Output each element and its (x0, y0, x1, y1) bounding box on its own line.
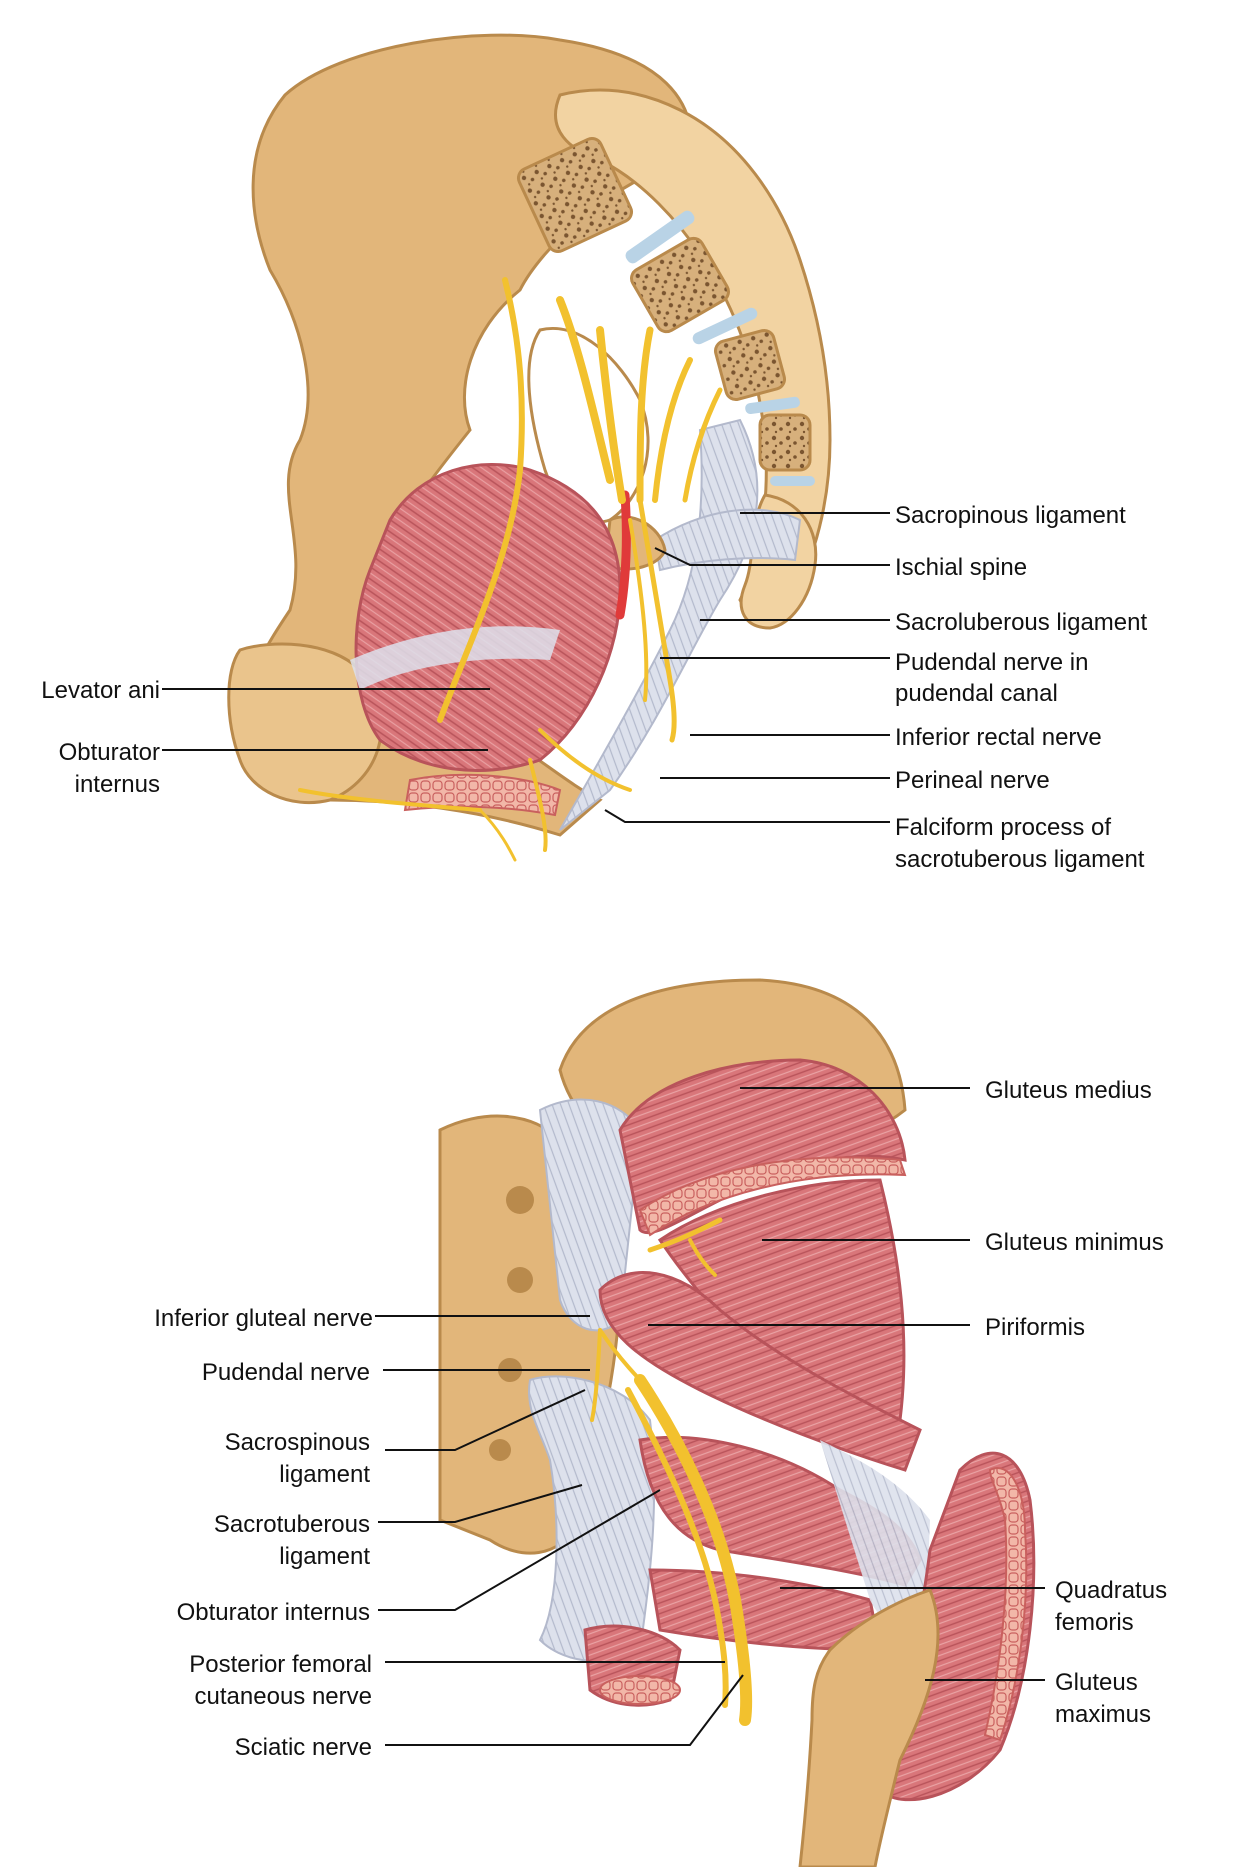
label-inferior-rectal-nerve: Inferior rectal nerve (895, 724, 1102, 751)
label-pudendal-canal-line1: Pudendal nerve in (895, 649, 1088, 676)
label-falciform-line2: sacrotuberous ligament (895, 846, 1145, 873)
vertebra-2 (630, 236, 730, 334)
disc-3 (745, 396, 800, 415)
label-post-fem-line2: cutaneous nerve (195, 1683, 372, 1710)
label-sacrospinous-line1: Sacrospinous (225, 1429, 370, 1456)
label-quadratus-line2: femoris (1055, 1609, 1134, 1636)
bottom-figure-art (438, 978, 1036, 1867)
posterior-femoral-cutaneous-art (625, 1387, 729, 1708)
sacral-foramen-2 (507, 1267, 533, 1293)
label-obturator-line2: internus (75, 771, 160, 798)
hamstring-stub-cut (599, 1675, 681, 1705)
label-pudendal-canal-line2: pudendal canal (895, 680, 1058, 707)
label-sacroluberous-ligament: Sacroluberous ligament (895, 609, 1147, 636)
sacral-foramen-1 (506, 1186, 534, 1214)
label-falciform-line1: Falciform process of (895, 814, 1111, 841)
label-sacrotuberous-line1: Sacrotuberous (214, 1511, 370, 1538)
label-post-fem-line1: Posterior femoral (189, 1651, 372, 1678)
label-pudendal-nerve: Pudendal nerve (202, 1359, 370, 1386)
sacral-foramen-4 (489, 1439, 511, 1461)
sacral-plexus-nerves (298, 277, 723, 862)
label-piriformis: Piriformis (985, 1314, 1085, 1341)
sacrospinous-ligament-art (653, 508, 802, 572)
label-obturator-internus: Obturator internus (177, 1599, 370, 1626)
label-gluteus-maximus-line2: maximus (1055, 1701, 1151, 1728)
sciatic-nerve-art (634, 1374, 753, 1726)
label-gluteus-minimus: Gluteus minimus (985, 1229, 1164, 1256)
label-gluteus-medius: Gluteus medius (985, 1077, 1152, 1104)
pudendal-artery (615, 490, 631, 620)
disc-4 (770, 476, 815, 486)
obturator-internus-band (350, 626, 560, 690)
gluteal-nerves (590, 1217, 753, 1726)
label-gluteus-maximus-line1: Gluteus (1055, 1669, 1138, 1696)
labels: Sacropinous ligament Ischial spine Sacro… (41, 502, 1167, 1761)
femur (798, 1588, 940, 1867)
leader-lines (162, 512, 1045, 1746)
label-obturator-line1: Obturator (59, 739, 160, 766)
label-perineal-nerve: Perineal nerve (895, 767, 1050, 794)
label-ischial-spine: Ischial spine (895, 554, 1027, 581)
vertebra-4 (758, 413, 812, 472)
label-inferior-gluteal-nerve: Inferior gluteal nerve (154, 1305, 373, 1332)
disc-2 (692, 307, 758, 345)
label-sacrotuberous-line2: ligament (279, 1543, 370, 1570)
label-sacrospinous-line2: ligament (279, 1461, 370, 1488)
disc-1 (625, 210, 695, 264)
piriformis-art (598, 1271, 922, 1472)
label-quadratus-line1: Quadratus (1055, 1577, 1167, 1604)
levator-ani-art (354, 463, 622, 772)
gluteus-maximus-cut (983, 1467, 1028, 1742)
tendon-band (820, 1440, 930, 1640)
vertebra-1 (516, 136, 634, 254)
top-figure-art (227, 33, 832, 862)
vertebra-3 (714, 329, 786, 401)
gluteus-medius-cut (638, 1156, 907, 1237)
label-sacrospinous-ligament: Sacropinous ligament (895, 502, 1126, 529)
label-levator-ani: Levator ani (41, 677, 160, 704)
label-sciatic-nerve: Sciatic nerve (235, 1734, 372, 1761)
